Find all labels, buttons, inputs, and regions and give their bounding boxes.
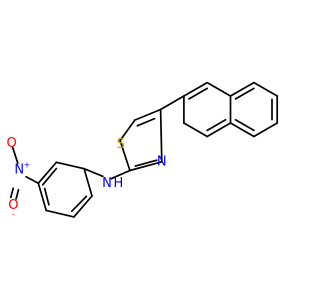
bond-phenyl bbox=[83, 167, 93, 197]
bond-naphthalene bbox=[253, 81, 279, 97]
bond-double-inner bbox=[206, 118, 227, 132]
bond-single bbox=[83, 167, 104, 178]
bond-thiazole bbox=[133, 108, 162, 121]
bond-phenyl bbox=[37, 161, 58, 185]
bond-double-inner bbox=[188, 87, 209, 100]
amine-hydrogen-label: H bbox=[114, 176, 124, 191]
amine-nitrogen-label: N bbox=[102, 176, 112, 191]
bond-double-inner bbox=[41, 167, 58, 186]
bond-layer bbox=[9, 81, 279, 218]
bond-naphthalene bbox=[253, 122, 279, 138]
bond-double-inner bbox=[70, 195, 88, 213]
bond-single bbox=[159, 95, 185, 111]
thiazole-sulfur-label: S bbox=[117, 137, 125, 152]
bond-double-outer bbox=[15, 188, 20, 200]
bond-thiazole bbox=[119, 119, 136, 142]
bond-single bbox=[110, 169, 131, 180]
chemical-structure-diagram: S N N H N + O O - bbox=[6, 81, 279, 219]
nitro-oxygen-bottom-label: O bbox=[8, 198, 18, 213]
bond-naphthalene bbox=[229, 81, 255, 97]
bond-thiazole bbox=[129, 160, 163, 172]
bond-phenyl bbox=[45, 209, 75, 218]
bond-double-inner bbox=[43, 187, 50, 206]
bond-double-inner bbox=[134, 159, 158, 167]
nitro-oxygen-charge: - bbox=[12, 210, 15, 219]
bond-double-inner bbox=[136, 117, 156, 127]
nitro-nitrogen-charge: + bbox=[24, 160, 31, 169]
nitro-oxygen-top-label: O bbox=[6, 136, 16, 151]
bond-naphthalene bbox=[183, 122, 209, 138]
bond-single bbox=[11, 146, 19, 165]
bond-thiazole bbox=[119, 139, 131, 172]
bond-phenyl bbox=[37, 182, 48, 212]
bond-double-outer bbox=[9, 187, 15, 199]
bond-naphthalene bbox=[206, 122, 232, 138]
bond-phenyl bbox=[55, 161, 85, 170]
bond-thiazole bbox=[159, 108, 163, 163]
bond-naphthalene bbox=[206, 81, 232, 97]
bond-double-inner bbox=[234, 87, 255, 100]
bond-naphthalene bbox=[183, 81, 209, 97]
bond-single bbox=[25, 175, 40, 185]
atom-label-layer: S N N H N + O O - bbox=[6, 136, 166, 219]
thiazole-nitrogen-label: N bbox=[157, 154, 167, 169]
nitro-nitrogen-label: N bbox=[14, 163, 24, 178]
bond-naphthalene bbox=[229, 122, 255, 138]
bond-phenyl bbox=[73, 195, 93, 218]
bond-double-inner bbox=[234, 118, 255, 132]
